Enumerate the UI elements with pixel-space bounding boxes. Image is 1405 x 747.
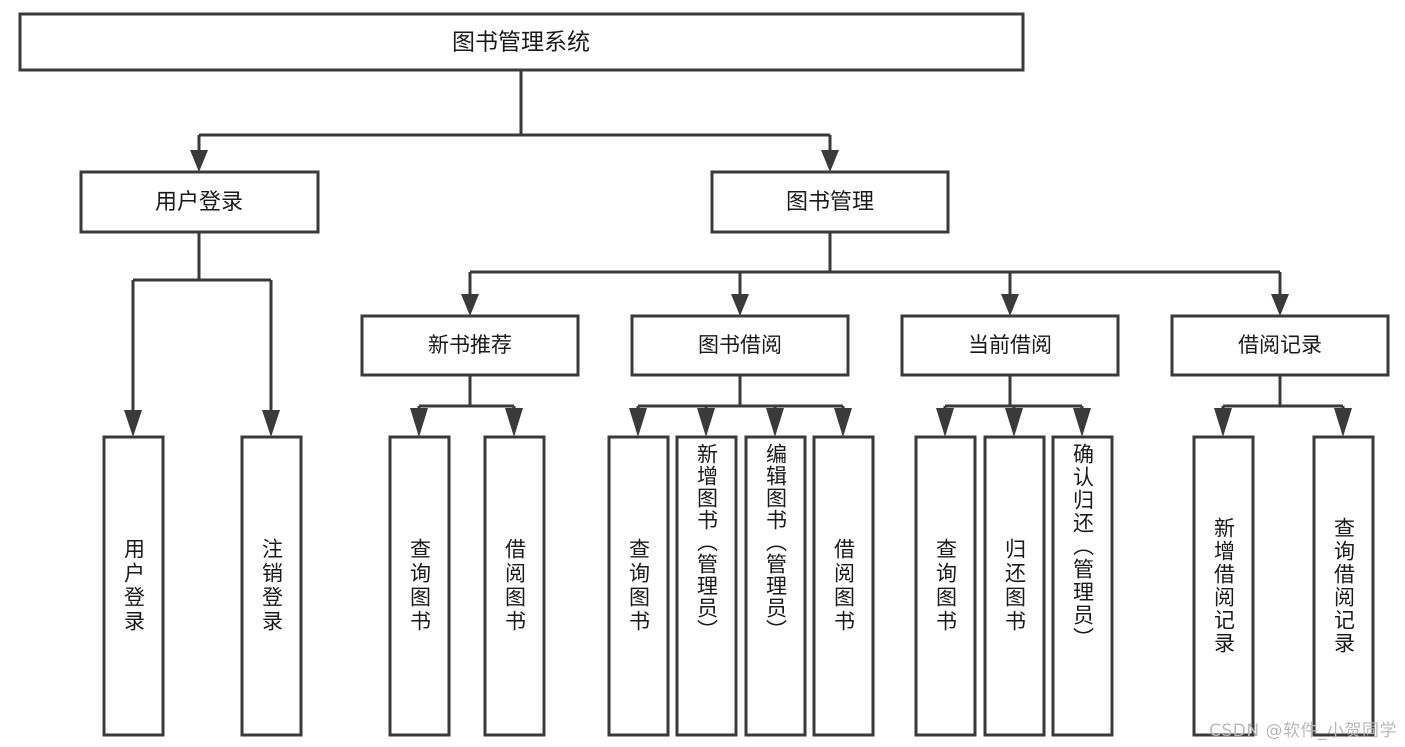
node-user-login[interactable]: 用户登录: [79, 170, 320, 234]
node-leaf-logout-login-label: 注销登录: [259, 538, 284, 634]
node-leaf-query-book-3-box[interactable]: [914, 435, 977, 737]
node-leaf-user-login-label: 用户登录: [121, 538, 146, 634]
arrow-leaf-logout-login: [262, 410, 280, 437]
node-new-book-recommend-box[interactable]: [360, 314, 580, 377]
leaf-label-wrap-user-login: 用户登录: [121, 538, 146, 634]
leaf-label-wrap-borrow-book-1: 借阅图书: [502, 538, 527, 634]
node-root-box[interactable]: [18, 12, 1025, 72]
arrow-current-borrow: [1001, 294, 1019, 316]
node-leaf-add-record-label: 新增借阅记录: [1211, 517, 1236, 655]
leaf-label-wrap-query-book-2: 查询图书: [626, 538, 651, 634]
arrow-leaf-query-record: [1334, 408, 1352, 437]
leaf-label-wrap-query-book-1: 查询图书: [407, 538, 432, 634]
node-book-management[interactable]: 图书管理: [710, 170, 950, 234]
node-new-book-recommend[interactable]: 新书推荐: [360, 314, 580, 377]
node-leaf-query-book-3-label: 查询图书: [933, 538, 958, 634]
edge-group: [124, 70, 1352, 437]
node-current-borrow-box[interactable]: [900, 314, 1120, 377]
arrow-new-book-recommend: [461, 294, 479, 316]
node-leaf-borrow-book-2[interactable]: [812, 435, 875, 737]
node-leaf-borrow-book-1-box[interactable]: [483, 435, 546, 737]
node-book-borrow-box[interactable]: [630, 314, 850, 377]
node-leaf-add-book-box[interactable]: [675, 435, 738, 737]
node-borrow-record[interactable]: 借阅记录: [1170, 314, 1390, 377]
node-book-management-box[interactable]: [710, 170, 950, 234]
leaf-label-wrap-logout-login: 注销登录: [259, 538, 284, 634]
leaf-label-wrap-borrow-book-2: 借阅图书: [831, 538, 856, 634]
node-leaf-return-book[interactable]: [983, 435, 1046, 737]
leaf-label-wrap-query-record: 查询借阅记录: [1331, 517, 1356, 655]
arrow-leaf-add-record: [1214, 408, 1232, 437]
node-leaf-user-login[interactable]: [102, 435, 165, 737]
leaf-label-wrap-return-book: 归还图书: [1002, 538, 1027, 634]
node-borrow-record-label: 借阅记录: [1238, 333, 1322, 357]
node-book-borrow-label: 图书借阅: [698, 333, 782, 357]
arrow-leaf-return-book: [1005, 408, 1023, 437]
arrow-leaf-query-book-3: [936, 408, 954, 437]
arrow-leaf-add-book: [697, 408, 715, 437]
arrow-book-borrow: [731, 294, 749, 316]
node-leaf-confirm-return-box[interactable]: [1051, 435, 1114, 737]
node-book-borrow[interactable]: 图书借阅: [630, 314, 850, 377]
node-leaf-query-book-2-label: 查询图书: [626, 538, 651, 634]
node-leaf-query-record[interactable]: [1312, 435, 1375, 737]
node-leaf-borrow-book-1-label: 借阅图书: [502, 538, 527, 634]
node-leaf-confirm-return-label: 确认归还（管理员）: [1070, 443, 1095, 650]
node-leaf-query-book-3[interactable]: [914, 435, 977, 737]
arrow-leaf-user-login: [124, 410, 142, 437]
node-leaf-user-login-box[interactable]: [102, 435, 165, 737]
node-leaf-confirm-return[interactable]: [1051, 435, 1114, 737]
node-leaf-query-record-label: 查询借阅记录: [1331, 517, 1356, 655]
arrow-borrow-record: [1271, 294, 1289, 316]
arrow-leaf-confirm-return: [1073, 408, 1091, 437]
node-user-login-box[interactable]: [79, 170, 320, 234]
node-leaf-add-book-label: 新增图书（管理员）: [694, 443, 719, 641]
leaf-label-wrap-query-book-3: 查询图书: [933, 538, 958, 634]
node-leaf-query-book-1[interactable]: [388, 435, 451, 737]
node-borrow-record-box[interactable]: [1170, 314, 1390, 377]
node-leaf-edit-book-box[interactable]: [744, 435, 807, 737]
node-leaf-query-record-box[interactable]: [1312, 435, 1375, 737]
node-leaf-add-record[interactable]: [1192, 435, 1255, 737]
node-leaf-edit-book-label: 编辑图书（管理员）: [763, 443, 788, 641]
arrow-leaf-query-book-1: [410, 408, 428, 437]
node-leaf-edit-book[interactable]: [744, 435, 807, 737]
arrow-leaf-borrow-book-1: [505, 408, 523, 437]
node-book-management-label: 图书管理: [786, 190, 874, 215]
node-leaf-borrow-book-2-label: 借阅图书: [831, 538, 856, 634]
node-root[interactable]: 图书管理系统: [18, 12, 1025, 72]
leaf-label-wrap-edit-book: 编辑图书（管理员）: [763, 443, 788, 641]
arrow-to-book-management: [821, 150, 839, 172]
leaf-label-wrap-add-book: 新增图书（管理员）: [694, 443, 719, 641]
node-current-borrow-label: 当前借阅: [968, 333, 1052, 357]
node-leaf-logout-login-box[interactable]: [240, 435, 303, 737]
node-leaf-logout-login[interactable]: [240, 435, 303, 737]
node-leaf-query-book-2-box[interactable]: [607, 435, 670, 737]
node-user-login-label: 用户登录: [155, 190, 243, 215]
node-leaf-add-book[interactable]: [675, 435, 738, 737]
arrow-leaf-query-book-2: [629, 408, 647, 437]
node-leaf-return-book-box[interactable]: [983, 435, 1046, 737]
leaf-label-wrap-confirm-return: 确认归还（管理员）: [1070, 443, 1095, 650]
arrow-leaf-edit-book: [766, 408, 784, 437]
node-leaf-query-book-2[interactable]: [607, 435, 670, 737]
arrow-to-user-login: [190, 150, 208, 172]
node-leaf-query-book-1-box[interactable]: [388, 435, 451, 737]
node-new-book-recommend-label: 新书推荐: [428, 333, 512, 357]
leaf-label-wrap-add-record: 新增借阅记录: [1211, 517, 1236, 655]
node-leaf-return-book-label: 归还图书: [1002, 538, 1027, 634]
arrow-leaf-borrow-book-2: [834, 408, 852, 437]
node-leaf-add-record-box[interactable]: [1192, 435, 1255, 737]
node-leaf-borrow-book-1[interactable]: [483, 435, 546, 737]
node-leaf-borrow-book-2-box[interactable]: [812, 435, 875, 737]
node-root-label: 图书管理系统: [452, 30, 590, 56]
node-current-borrow[interactable]: 当前借阅: [900, 314, 1120, 377]
node-leaf-query-book-1-label: 查询图书: [407, 538, 432, 634]
